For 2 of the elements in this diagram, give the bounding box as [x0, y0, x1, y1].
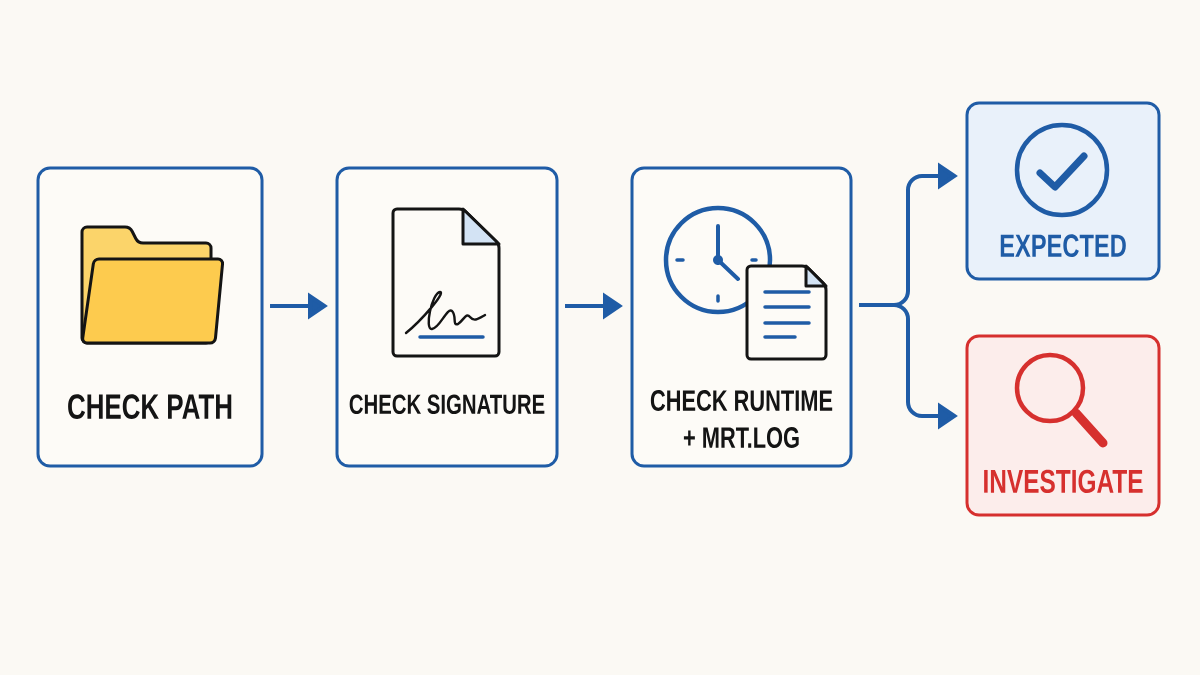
- result-box: INVESTIGATE: [965, 334, 1161, 517]
- result-box: EXPECTED: [965, 101, 1161, 281]
